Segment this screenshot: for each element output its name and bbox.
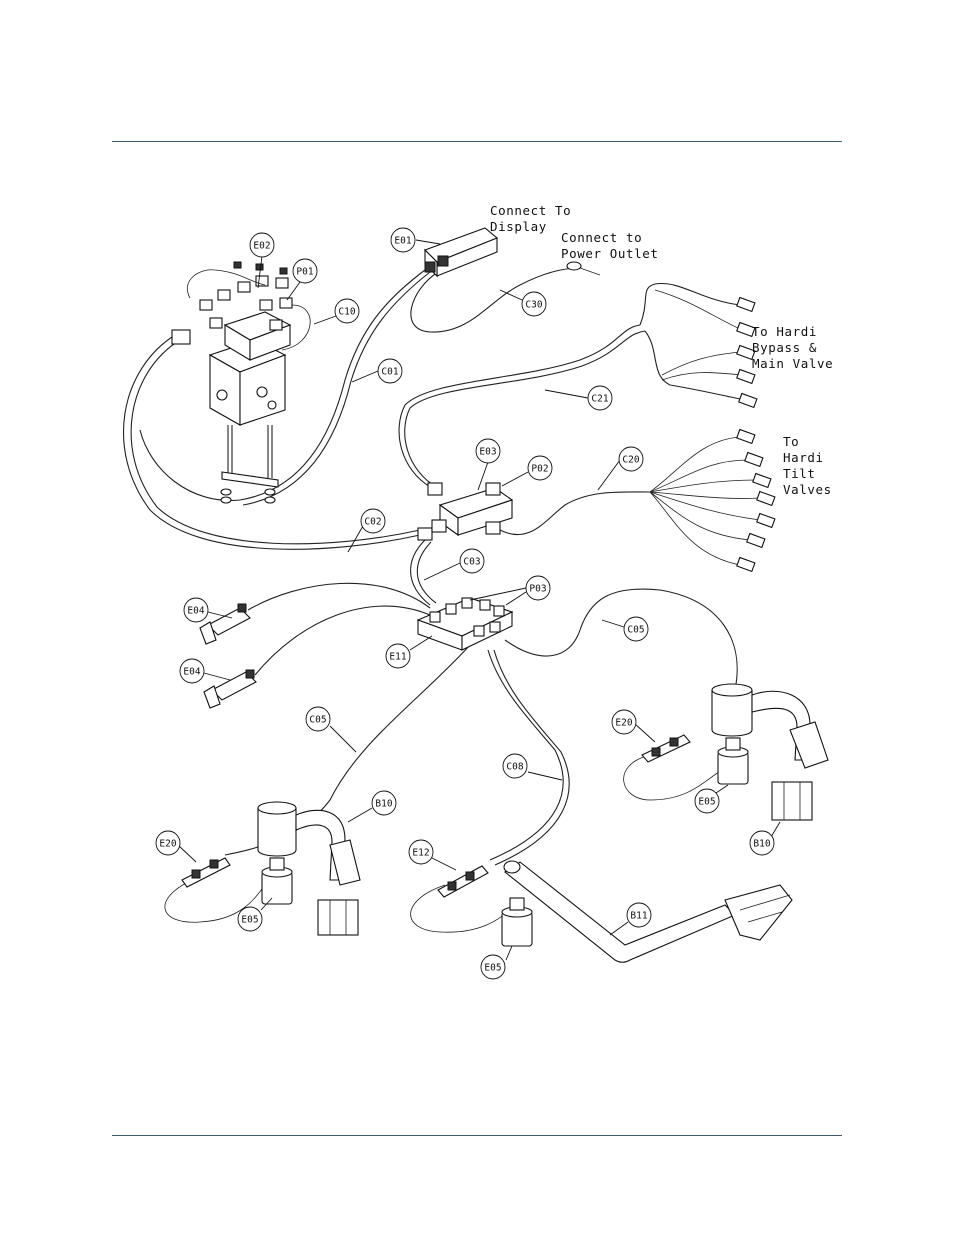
e01-display-module [425, 228, 497, 276]
e05-actuator-right [718, 738, 748, 784]
svg-text:Main Valve: Main Valve [752, 356, 833, 371]
svg-text:P02: P02 [531, 464, 548, 475]
callout-e05-right: E05 [695, 789, 719, 813]
svg-text:E05: E05 [484, 963, 501, 974]
svg-text:Hardi: Hardi [783, 450, 824, 465]
svg-text:B10: B10 [753, 839, 770, 850]
svg-text:E11: E11 [389, 652, 406, 663]
svg-text:C05: C05 [309, 715, 326, 726]
callout-c05-right: C05 [624, 617, 648, 641]
note-connect-power: Connect to Power Outlet [561, 230, 659, 261]
callout-c08: C08 [503, 754, 527, 778]
callout-c01: C01 [378, 359, 402, 383]
callout-c05-left: C05 [306, 707, 330, 731]
svg-text:To Hardi: To Hardi [752, 324, 817, 339]
svg-text:Tilt: Tilt [783, 466, 816, 481]
callout-e04-upper: E04 [184, 598, 208, 622]
e05-actuator-center [502, 898, 532, 946]
callout-e02: E02 [250, 233, 274, 257]
e04-sensor-lower [204, 670, 256, 708]
svg-text:B10: B10 [375, 799, 392, 810]
svg-text:C03: C03 [463, 557, 480, 568]
note-connect-display: Connect To Display [490, 203, 571, 234]
callout-b10-right: B10 [750, 831, 774, 855]
svg-text:E02: E02 [253, 241, 270, 252]
note-bypass-main-valve: To Hardi Bypass & Main Valve [752, 324, 833, 371]
power-outlet-plug [567, 262, 600, 275]
svg-text:C21: C21 [591, 394, 608, 405]
svg-text:E01: E01 [394, 236, 411, 247]
callout-b11: B11 [627, 903, 651, 927]
e20-connector-right [642, 735, 690, 762]
svg-text:C02: C02 [364, 517, 381, 528]
callout-e03: E03 [476, 439, 500, 463]
svg-text:To: To [783, 434, 799, 449]
svg-text:C05: C05 [627, 625, 644, 636]
callout-c30: C30 [522, 292, 546, 316]
svg-text:P01: P01 [296, 267, 313, 278]
tilt-valve-connectors [737, 430, 775, 572]
e11-junction-block [418, 598, 512, 650]
callout-p01: P01 [293, 259, 317, 283]
callout-e05-center: E05 [481, 955, 505, 979]
svg-text:C08: C08 [506, 762, 523, 773]
e20-connector-left [182, 858, 230, 887]
callout-c03: C03 [460, 549, 484, 573]
svg-text:C20: C20 [622, 455, 639, 466]
callout-e05-left: E05 [238, 907, 262, 931]
svg-text:Display: Display [490, 219, 547, 234]
svg-text:C10: C10 [338, 307, 355, 318]
callout-e04-lower: E04 [180, 659, 204, 683]
svg-text:Bypass &: Bypass & [752, 340, 817, 355]
svg-text:E05: E05 [241, 915, 258, 926]
svg-text:B11: B11 [630, 911, 647, 922]
svg-text:E03: E03 [479, 447, 496, 458]
callout-p02: P02 [528, 456, 552, 480]
svg-text:E04: E04 [187, 606, 204, 617]
callout-e20-left: E20 [156, 831, 180, 855]
svg-text:E20: E20 [615, 718, 632, 729]
svg-text:E04: E04 [183, 667, 200, 678]
svg-text:C01: C01 [381, 367, 398, 378]
svg-text:E05: E05 [698, 797, 715, 808]
callout-c02: C02 [361, 509, 385, 533]
svg-text:Connect to: Connect to [561, 230, 642, 245]
callout-p03: P03 [526, 576, 550, 600]
svg-text:E20: E20 [159, 839, 176, 850]
svg-text:Power Outlet: Power Outlet [561, 246, 659, 261]
callout-e12: E12 [409, 840, 433, 864]
e03-hub-module [418, 483, 512, 540]
e05-actuator-left [262, 858, 292, 904]
callout-c21: C21 [588, 386, 612, 410]
callout-e11: E11 [386, 644, 410, 668]
svg-text:E12: E12 [412, 848, 429, 859]
e02-valve-block [172, 262, 292, 503]
callout-b10-left: B10 [372, 791, 396, 815]
callout-c20: C20 [619, 447, 643, 471]
note-tilt-valves: To Hardi Tilt Valves [783, 434, 832, 497]
svg-text:Connect To: Connect To [490, 203, 571, 218]
callout-e01: E01 [391, 228, 415, 252]
svg-text:C30: C30 [525, 300, 542, 311]
e12-connector [438, 866, 488, 897]
callout-c10: C10 [335, 299, 359, 323]
svg-text:P03: P03 [529, 584, 546, 595]
svg-text:Valves: Valves [783, 482, 832, 497]
callout-e20-right: E20 [612, 710, 636, 734]
